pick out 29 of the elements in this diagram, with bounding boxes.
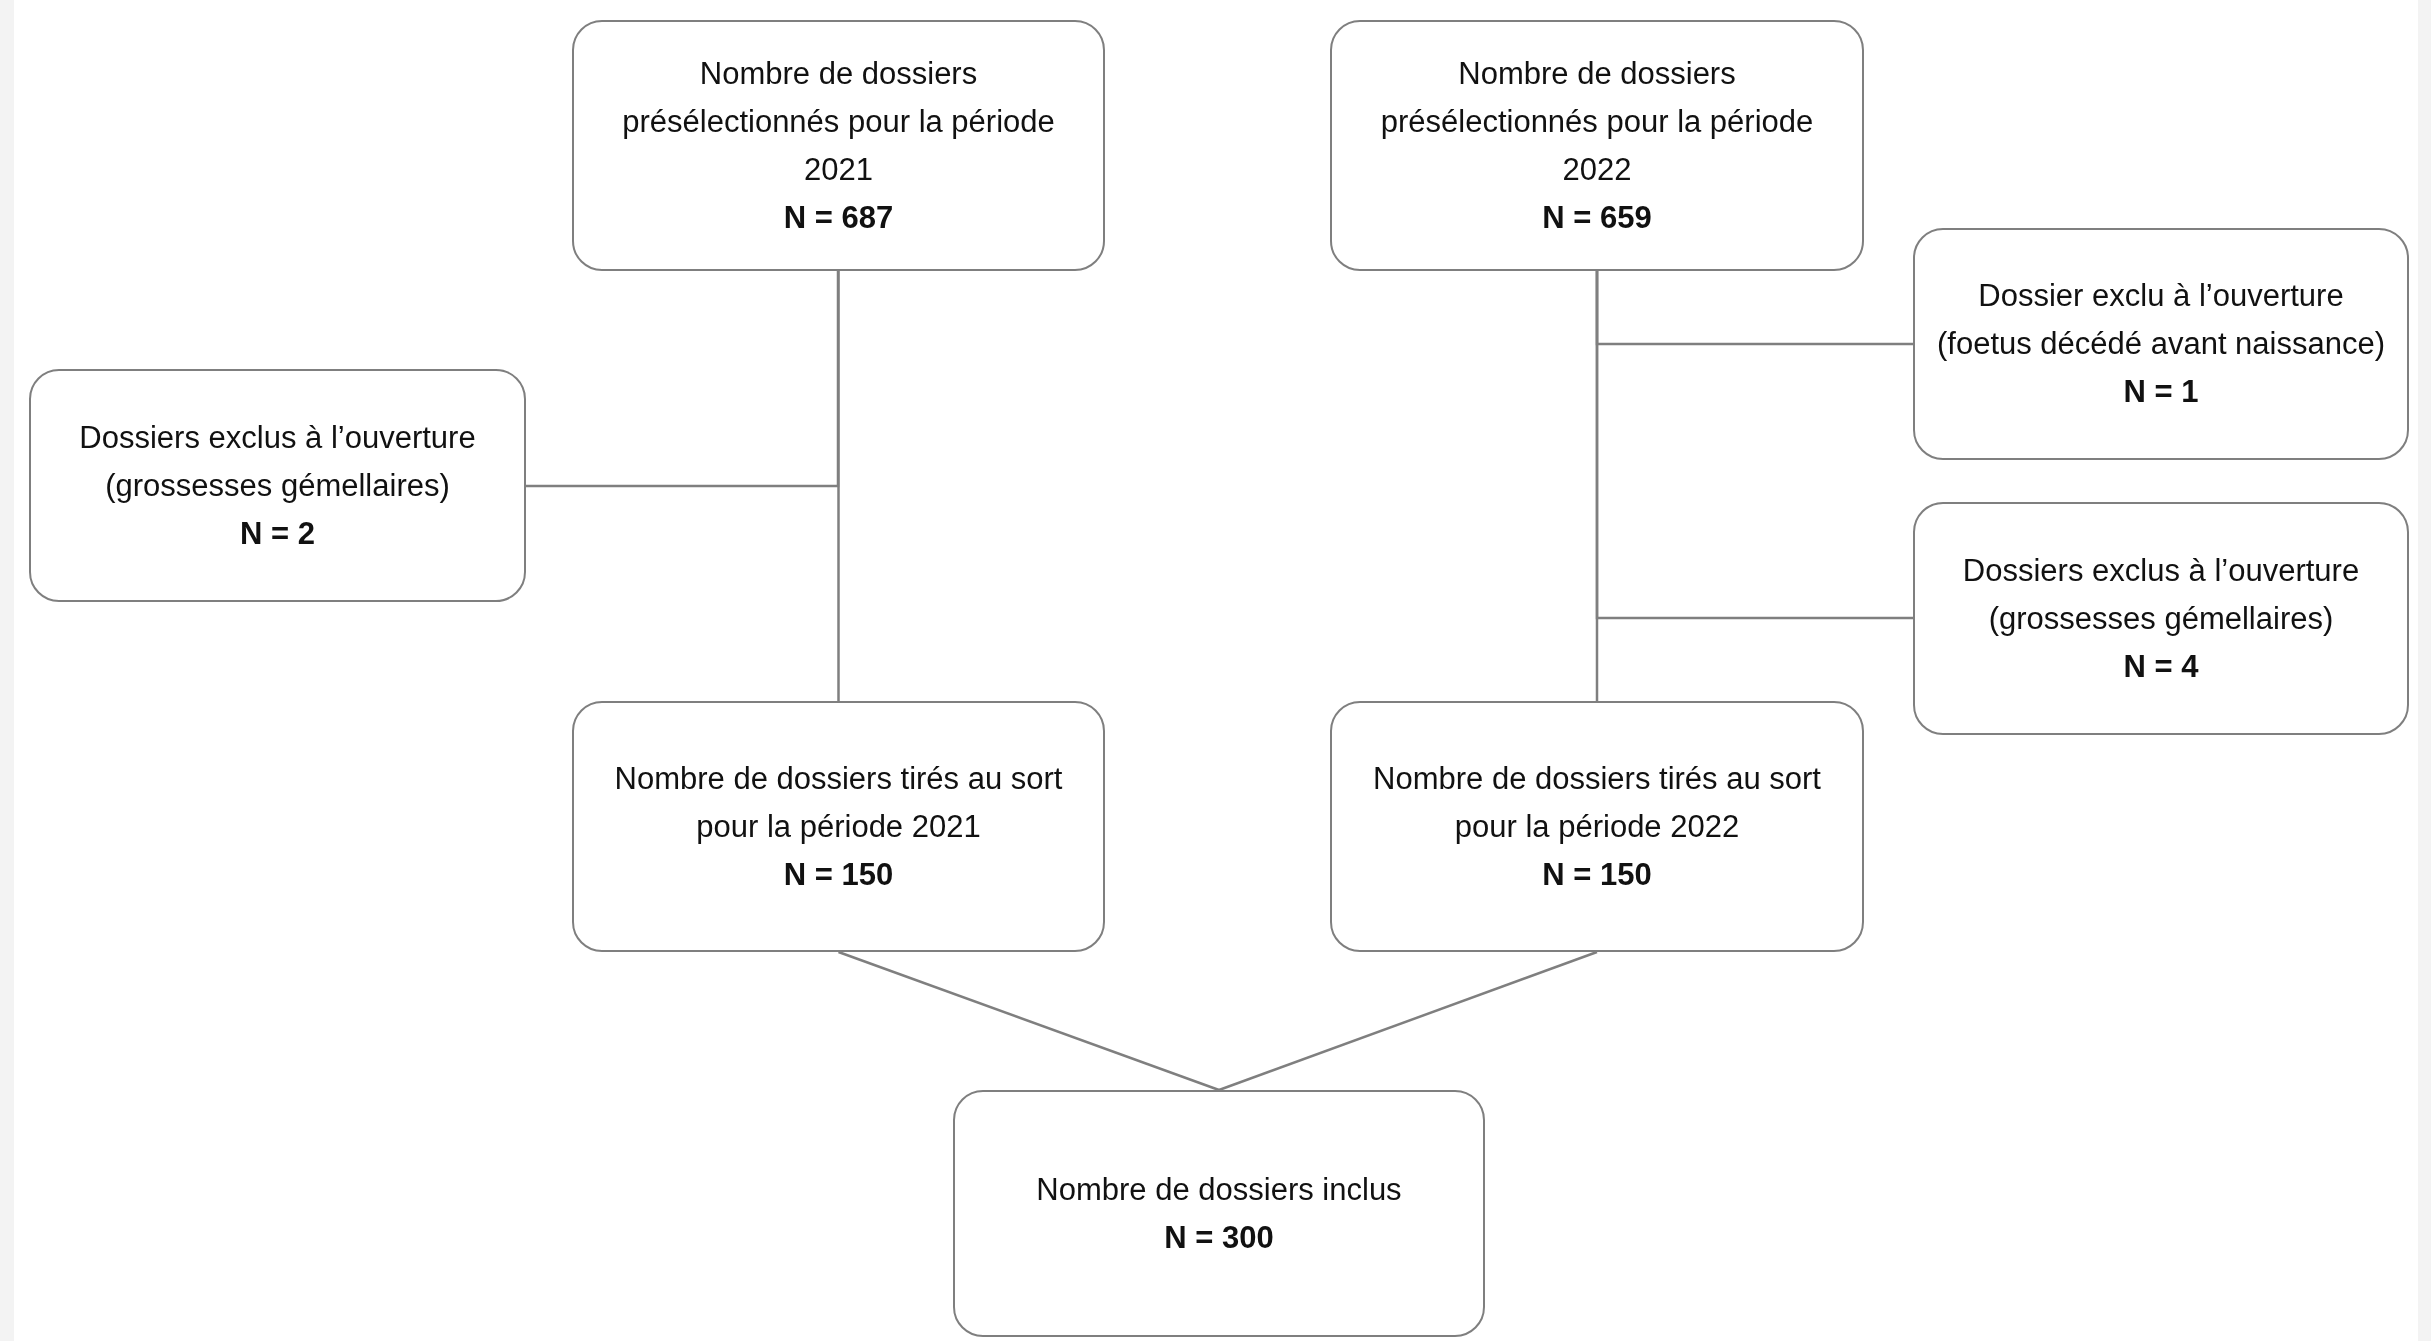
connector-line [1595,271,1913,620]
process-box [1330,701,1864,952]
count-text: N = 150 [1542,855,1652,894]
box-text: Nombre de dossiers présélectionnés pour la période 2022 [1379,54,1815,189]
connector-line [837,271,840,701]
process-box [572,701,1105,952]
count-text: N = 4 [2123,647,2199,686]
count-text: N = 2 [240,514,315,553]
count-text: N = 659 [1542,198,1652,237]
box-text: Dossiers exclus à l’ouverture (grossesses gémellaires) [1961,551,2361,638]
process-box [572,20,1105,271]
process-box [29,369,526,602]
process-box [1913,502,2409,735]
box-text: Nombre de dossiers tirés au sort pour la période 2021 [613,759,1064,846]
process-box [1330,20,1864,271]
count-text: N = 687 [783,198,894,237]
process-box [1913,228,2409,460]
box-text: Nombre de dossiers inclus [1036,1170,1402,1209]
count-text: N = 150 [783,855,894,894]
box-text: Nombre de dossiers tirés au sort pour la période 2022 [1372,759,1822,846]
process-box [953,1090,1485,1337]
count-text: N = 1 [2123,373,2199,411]
count-text: N = 300 [1164,1218,1274,1257]
box-text: Dossier exclu à l’ouverture (foetus décédé avant naissance) [1935,277,2387,363]
box-text: Nombre de dossiers présélectionnés pour la période 2021 [621,54,1056,189]
connector-line [526,271,840,488]
connector-line [1218,950,1598,1092]
box-text: Dossiers exclus à l’ouverture (grossesses gémellaires) [78,418,477,505]
connector-line [838,950,1220,1092]
